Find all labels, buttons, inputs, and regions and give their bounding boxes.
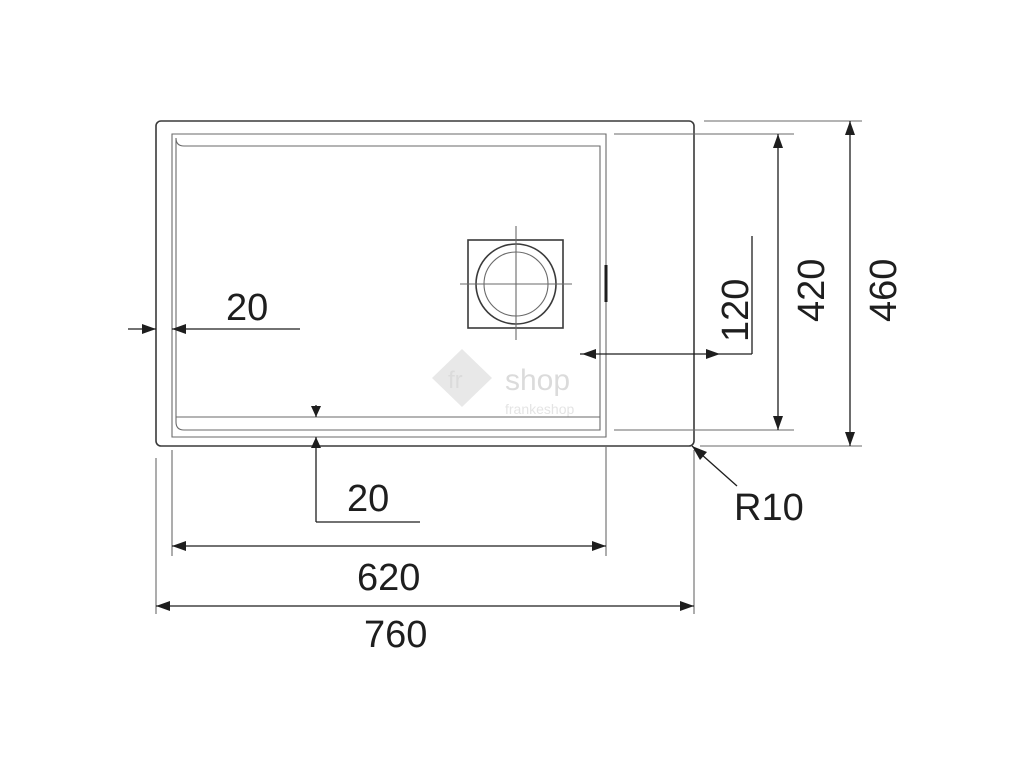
overall-width-dimension: 760 [156,601,694,656]
bowl-width-dimension: 620 [172,541,606,599]
overall-depth-label: 460 [863,259,905,322]
side-rim-label: 20 [226,287,268,329]
bowl-width-label: 620 [357,557,420,599]
watermark-brand: shop [505,364,570,397]
watermark-subtext: frankeshop [505,401,574,417]
front-rim-dimension: 20 [311,405,420,523]
drain-offset-label: 120 [715,279,757,342]
overall-depth-dimension: 460 [845,121,905,446]
corner-radius-callout: R10 [691,445,804,529]
bowl-inner-line [175,137,601,431]
corner-radius-label: R10 [734,487,804,529]
bowl-outline [171,133,607,438]
bowl-depth-dimension: 420 [773,134,833,430]
overall-width-label: 760 [364,614,427,656]
watermark-logo-text: fr [448,367,463,394]
bowl-depth-label: 420 [791,259,833,322]
front-rim-label: 20 [347,478,389,520]
drain [460,226,572,340]
watermark: fr shop frankeshop [432,349,574,417]
side-rim-dimension: 20 [128,287,300,334]
drain-offset-dimension: 120 [580,236,757,359]
sink-outer-outline [155,120,695,447]
watermark-logo-shape [432,349,492,407]
